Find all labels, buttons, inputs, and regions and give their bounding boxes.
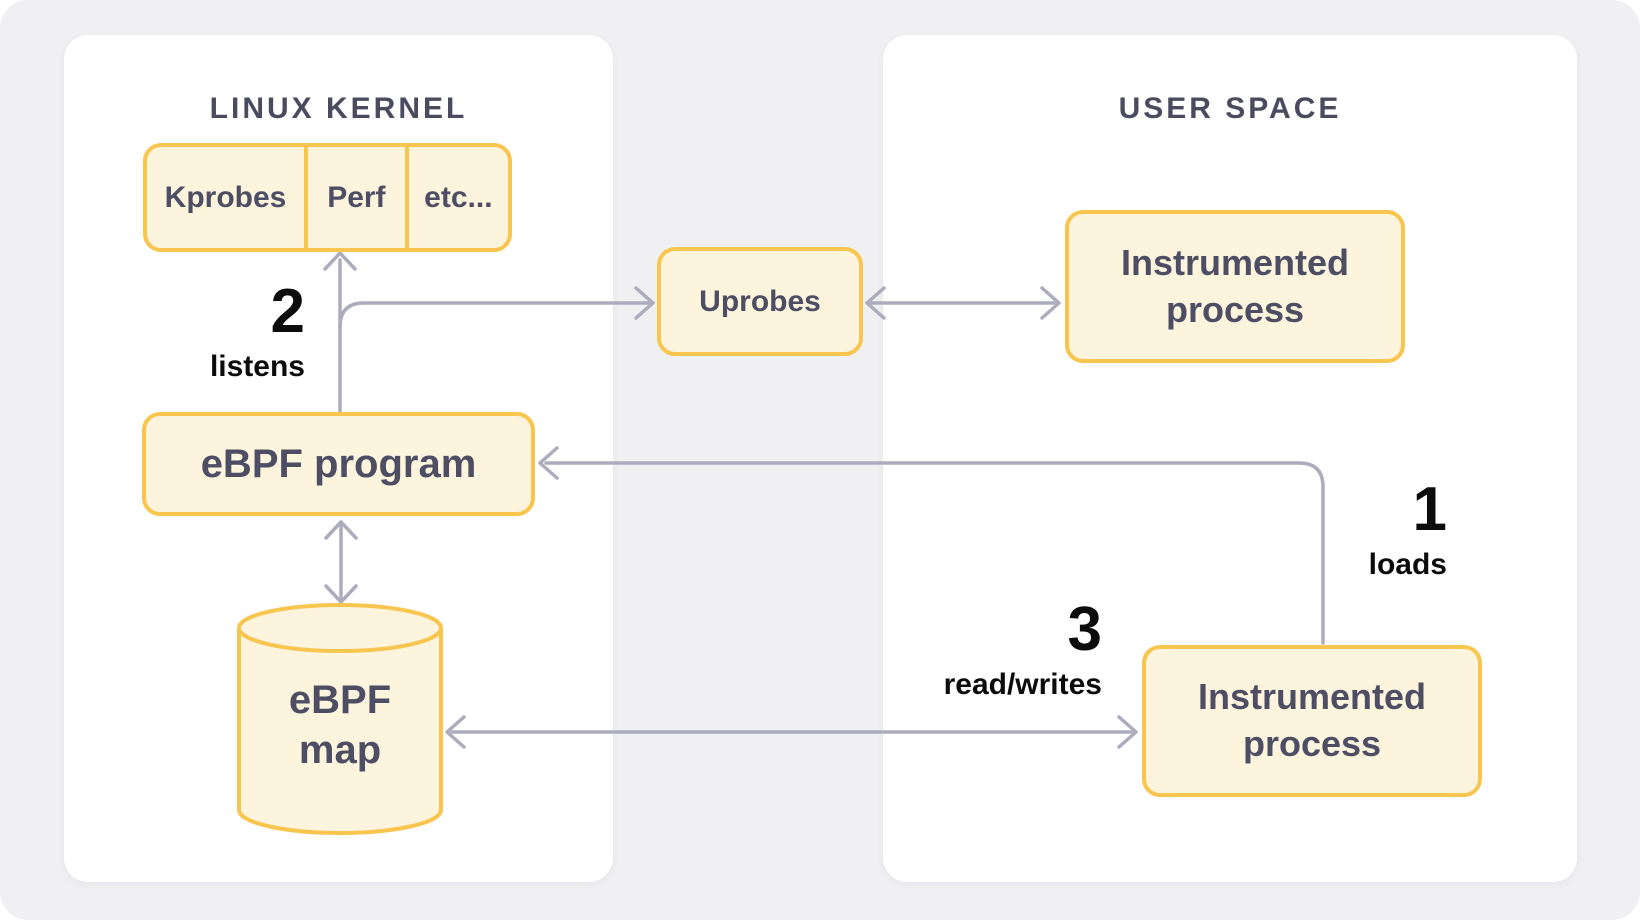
- annotation-listens-label: listens: [209, 350, 305, 383]
- ebpf-map-node: eBPF map: [237, 603, 443, 835]
- ebpf-program-node: eBPF program: [142, 412, 535, 516]
- annotation-read-writes-label: read/writes: [943, 668, 1102, 701]
- perf-cell: Perf: [304, 147, 409, 248]
- annotation-read-writes: 3 read/writes: [880, 599, 1102, 700]
- user-space-title: USER SPACE: [1118, 92, 1342, 125]
- probes-row-node: Kprobes Perf etc...: [143, 143, 512, 252]
- kprobes-cell: Kprobes: [164, 180, 287, 214]
- etc-cell: etc...: [424, 180, 493, 214]
- linux-kernel-title: LINUX KERNEL: [209, 92, 468, 125]
- annotation-loads-label: loads: [1368, 548, 1447, 581]
- instrumented-process-bottom-node: Instrumented process: [1142, 645, 1482, 797]
- instrumented-process-top-node: Instrumented process: [1065, 210, 1405, 363]
- cylinder-shape: [237, 603, 443, 835]
- annotation-listens: 2 listens: [120, 281, 305, 382]
- annotation-listens-number: 2: [270, 277, 305, 346]
- annotation-loads: 1 loads: [1260, 479, 1447, 580]
- ebpf-map-label: eBPF map: [288, 678, 392, 772]
- annotation-read-writes-number: 3: [1067, 595, 1102, 664]
- uprobes-node: Uprobes: [657, 247, 863, 356]
- annotation-loads-number: 1: [1412, 475, 1447, 544]
